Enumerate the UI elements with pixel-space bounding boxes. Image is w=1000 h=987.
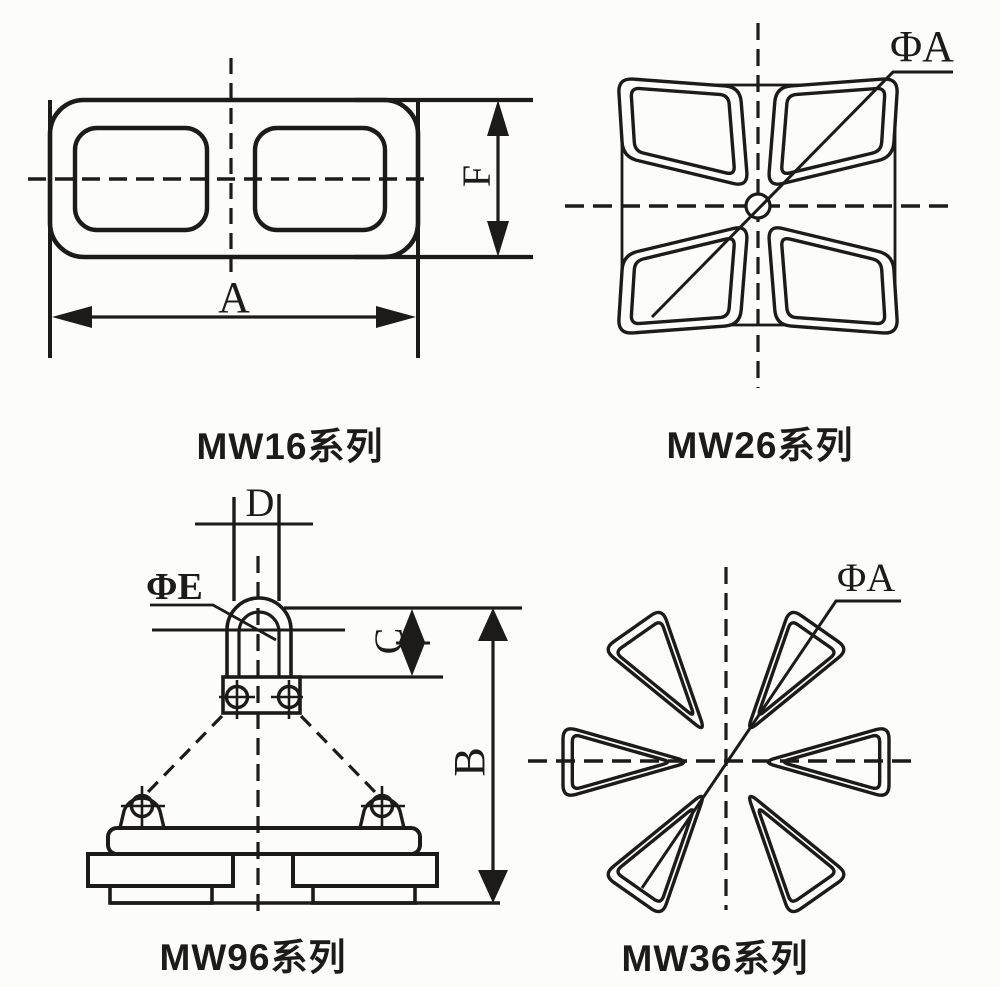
mw96-sling-left-line	[146, 714, 224, 794]
mw16-dim-f-arrow-top	[487, 100, 509, 136]
mw96-magnet-right-body	[291, 852, 439, 888]
mw26-series-label: MW26系列	[667, 425, 854, 466]
mw96-spreader-beam	[106, 826, 422, 856]
mw96-dim-b-label: B	[445, 747, 494, 776]
mw16-dim-f-label: F	[454, 165, 499, 187]
mw16-dim-a-label: A	[218, 273, 250, 322]
mw36-dim-diameter-label: ΦA	[837, 555, 895, 600]
pole-petal-outline	[780, 236, 887, 326]
mw16-figure	[28, 58, 533, 358]
pole-petal-outline	[616, 621, 695, 716]
mw96-magnet-right-pole	[311, 884, 417, 905]
mw96-sling-right-line	[299, 714, 377, 794]
mw96-figure	[86, 494, 522, 912]
mw26-dim-diameter-label: ΦA	[890, 22, 954, 71]
mw26-diameter-leader-line	[650, 70, 953, 319]
mw96-dim-c-arrow-up	[399, 609, 425, 642]
mw26-center-hole	[744, 192, 772, 220]
mw26-pole-petals	[617, 77, 899, 335]
mw96-dim-c-label: C	[366, 628, 411, 655]
mw96-dim-c-arrow-down	[399, 643, 425, 676]
mw96-magnet-left-body	[86, 852, 235, 888]
mw96-magnet-left-pole	[108, 884, 214, 905]
pole-petal-outline	[616, 808, 695, 903]
mw16-dim-f-arrow-bottom	[487, 221, 509, 257]
pole-petal-outline	[629, 86, 736, 176]
mw36-diameter-leader-line	[640, 599, 901, 889]
mw96-dim-e-label: ΦE	[146, 566, 203, 608]
pole-petal-outline	[757, 808, 836, 903]
mw36-figure	[528, 567, 917, 914]
mw96-dim-d-label: D	[246, 480, 275, 525]
mw16-dim-a-arrow-left	[52, 306, 92, 328]
mw96-dim-e-leader-line	[150, 603, 277, 642]
mw26-figure	[565, 23, 953, 388]
mw96-dim-b-arrow-bottom	[478, 870, 508, 903]
mw16-series-label: MW16系列	[197, 426, 384, 467]
mw16-dim-a-arrow-right	[376, 306, 416, 328]
mw96-dim-b-arrow-top	[478, 608, 508, 641]
mw96-series-label: MW96系列	[160, 937, 347, 978]
mw36-series-label: MW36系列	[622, 938, 809, 979]
